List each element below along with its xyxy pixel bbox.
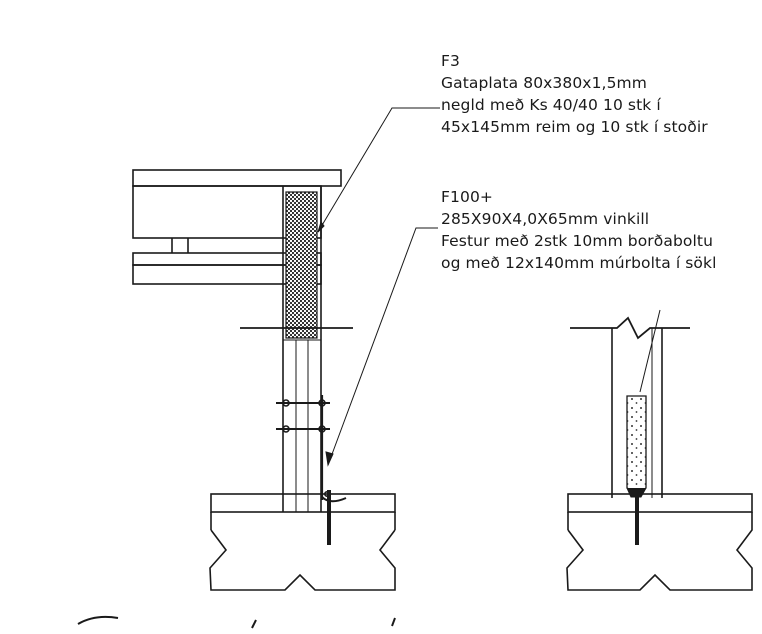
annotation-f100-line2: Festur með 2stk 10mm borðaboltu <box>441 232 713 250</box>
sill-plate <box>210 493 396 513</box>
right-section-detail <box>566 309 753 591</box>
nail-plate <box>285 191 318 339</box>
annotation-f3-line2: negld með Ks 40/40 10 stk í <box>441 96 661 114</box>
right-top-line <box>570 316 690 340</box>
right-post <box>611 328 663 498</box>
annotation-f3: F3 Gataplata 80x380x1,5mm negld með Ks 4… <box>441 50 708 138</box>
annotation-f3-line1: Gataplata 80x380x1,5mm <box>441 74 647 92</box>
right-sill <box>567 493 753 513</box>
anchor-bolt <box>326 490 332 545</box>
leader-f100 <box>327 227 438 466</box>
left-section-detail <box>132 107 440 591</box>
annotation-f3-code: F3 <box>441 52 460 70</box>
leader-right <box>639 309 661 393</box>
foundation <box>209 512 396 591</box>
post-upper <box>282 186 322 328</box>
leader-f3 <box>317 107 440 233</box>
annotation-f3-line3: 45x145mm reim og 10 stk í stoðir <box>441 118 708 136</box>
annotation-f100-code: F100+ <box>441 188 493 206</box>
right-foundation <box>566 512 753 591</box>
post-lower <box>282 328 322 512</box>
annotation-f100: F100+ 285X90X4,0X65mm vinkill Festur með… <box>441 186 717 274</box>
right-bracket <box>626 395 647 498</box>
bottom-marks <box>77 615 396 629</box>
annotation-f100-line1: 285X90X4,0X65mm vinkill <box>441 210 650 228</box>
annotation-f100-line3: og með 12x140mm múrbolta í sökl <box>441 254 717 272</box>
